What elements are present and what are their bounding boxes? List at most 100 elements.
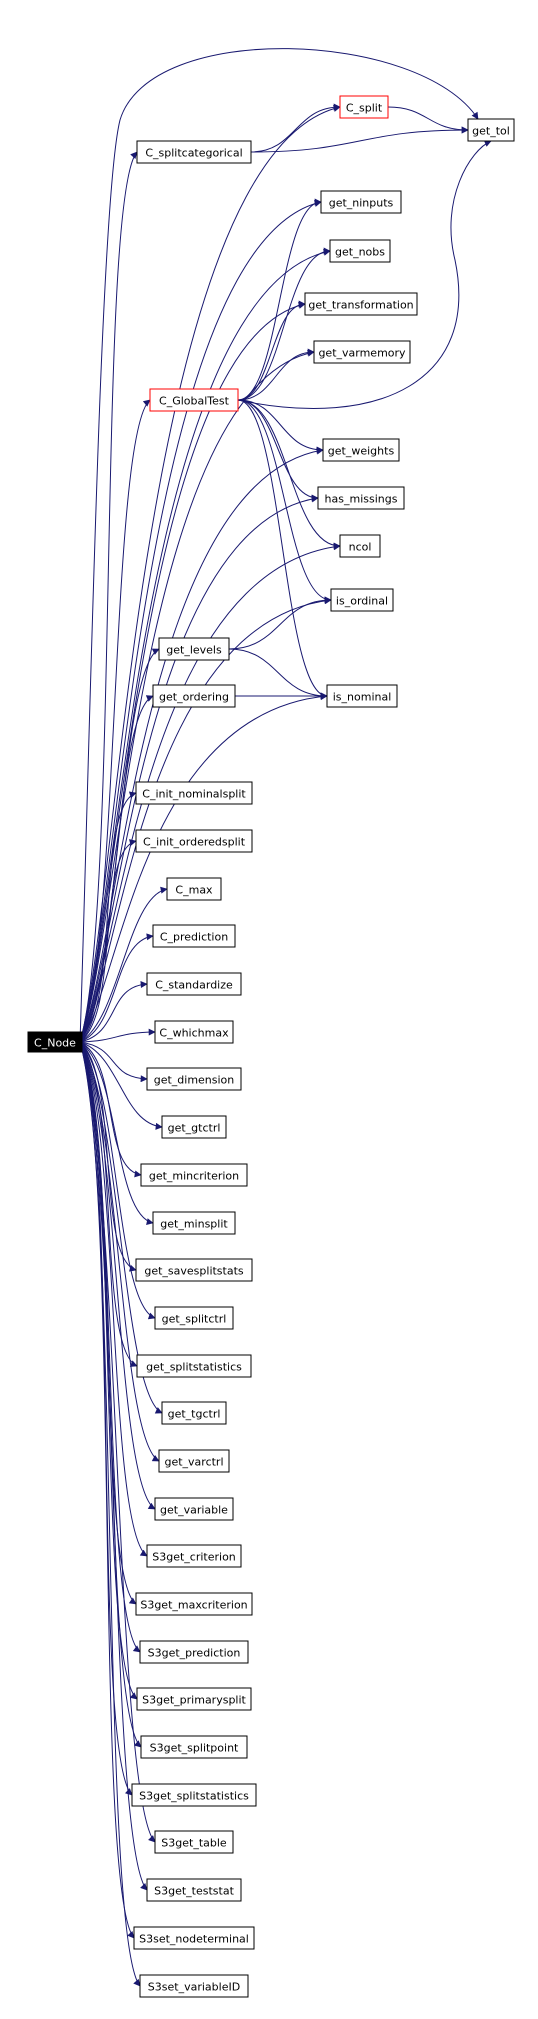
node-box [146,1878,242,1902]
node-c-split[interactable]: C_split [339,95,389,119]
node-label: get_nobs [335,246,385,259]
edge-c_node-to-c_splitcategorical [79,151,138,1043]
node-get-weights[interactable]: get_weights [322,438,400,462]
node-label: get_weights [328,445,395,458]
node-s3set-nodeterminal[interactable]: S3set_nodeterminal [133,1926,255,1950]
node-label: get_splitstatistics [146,1361,242,1374]
node-s3get-table[interactable]: S3get_table [154,1830,234,1854]
edge-c_node-to-ncol [79,543,341,1043]
node-get-gtctrl[interactable]: get_gtctrl [161,1115,227,1139]
node-label: get_splitctrl [162,1313,227,1326]
edge-c_node-to-c_prediction [79,933,154,1043]
node-get-variable[interactable]: get_variable [154,1497,234,1521]
node-get-splitstatistics[interactable]: get_splitstatistics [136,1354,252,1378]
node-s3get-primarysplit[interactable]: S3get_primarysplit [136,1687,252,1711]
node-label: S3set_nodeterminal [139,1933,249,1946]
node-get-splitctrl[interactable]: get_splitctrl [154,1306,234,1330]
node-s3get-splitstatistics[interactable]: S3get_splitstatistics [131,1783,257,1807]
node-c-init-orderedsplit[interactable]: C_init_orderedsplit [135,829,253,853]
node-box [140,1735,248,1759]
node-c-node[interactable]: C_Node [27,1031,83,1053]
node-box [135,781,253,805]
node-label: C_whichmax [159,1027,229,1040]
edge-c_node-to-s3set_variableid [79,1041,141,1987]
node-c-whichmax[interactable]: C_whichmax [154,1020,234,1044]
edge-c_node-to-get_tgctrl [79,1041,163,1414]
node-get-ordering[interactable]: get_ordering [152,684,236,708]
node-box [339,534,381,558]
node-label: C_max [175,884,213,897]
node-label: get_varmemory [318,347,406,360]
node-get-minsplit[interactable]: get_minsplit [152,1211,236,1235]
node-s3get-criterion[interactable]: S3get_criterion [146,1544,242,1568]
node-s3get-maxcriterion[interactable]: S3get_maxcriterion [135,1592,253,1616]
node-get-savesplitstats[interactable]: get_savesplitstats [135,1258,253,1282]
node-get-ninputs[interactable]: get_ninputs [320,190,402,214]
node-is-nominal[interactable]: is_nominal [326,684,398,708]
node-c-standardize[interactable]: C_standardize [146,972,242,996]
node-label: get_tgctrl [168,1408,221,1421]
node-s3get-teststat[interactable]: S3get_teststat [146,1878,242,1902]
edge-c_node-to-c_standardize [79,980,148,1043]
node-box [152,684,236,708]
node-label: S3get_primarysplit [142,1694,246,1707]
node-s3set-variableid[interactable]: S3set_variableID [139,1974,249,1998]
node-ncol[interactable]: ncol [339,534,381,558]
node-label: C_GlobalTest [159,395,230,408]
node-label: has_missings [325,493,398,506]
node-s3get-prediction[interactable]: S3get_prediction [139,1640,249,1664]
node-get-varmemory[interactable]: get_varmemory [313,340,411,364]
node-box [339,95,389,119]
edge-c_node-to-get_weights [79,447,324,1043]
node-get-dimension[interactable]: get_dimension [146,1067,242,1091]
node-c-splitcategorical[interactable]: C_splitcategorical [136,140,252,164]
edge-c_splitcategorical-to-c_split [250,103,341,153]
node-get-varctrl[interactable]: get_varctrl [158,1449,230,1473]
node-c-init-nominalsplit[interactable]: C_init_nominalsplit [135,781,253,805]
edge-c_globaltest-to-get_tol [237,140,492,409]
node-label: get_mincriterion [149,1170,239,1183]
node-get-tgctrl[interactable]: get_tgctrl [161,1401,227,1425]
node-box [154,1830,234,1854]
node-box [146,1544,242,1568]
nodes-layer: C_Node C_split get_tolC_splitcategoricalge… [27,95,515,1998]
edge-c_globaltest-to-ncol [237,399,341,550]
edge-c_node-to-has_missings [79,495,319,1043]
node-box [146,972,242,996]
edge-c_globaltest-to-has_missings [237,399,319,502]
edge-c_node-to-c_globaltest [79,399,151,1043]
node-box [304,292,418,316]
edge-c_globaltest-to-is_nominal [237,399,328,700]
edge-c_node-to-get_variable [79,1041,156,1510]
node-box [131,1783,257,1807]
edge-c_node-to-get_ninputs [79,200,322,1043]
node-box [135,1592,253,1616]
node-label: is_ordinal [336,595,388,608]
edge-c_globaltest-to-get_ninputs [237,198,322,401]
node-get-mincriterion[interactable]: get_mincriterion [140,1163,248,1187]
node-label: S3get_prediction [148,1647,241,1660]
node-s3get-splitpoint[interactable]: S3get_splitpoint [140,1735,248,1759]
node-label: is_nominal [333,691,392,704]
node-c-prediction[interactable]: C_prediction [152,924,236,948]
node-is-ordinal[interactable]: is_ordinal [330,588,394,612]
node-get-tol[interactable]: get_tol [467,118,515,142]
node-c-globaltest[interactable]: C_GlobalTest [149,388,239,412]
node-get-nobs[interactable]: get_nobs [329,239,391,263]
node-box [133,1926,255,1950]
node-get-transformation[interactable]: get_transformation [304,292,418,316]
edge-c_node-to-get_mincriterion [79,1041,142,1178]
edge-c_node-to-s3get_prediction [79,1041,141,1653]
edge-c_node-to-s3get_teststat [79,1041,148,1891]
node-box [139,1640,249,1664]
edge-c_node-to-s3get_table [79,1041,156,1843]
node-label: C_standardize [155,979,233,992]
node-has-missings[interactable]: has_missings [317,486,405,510]
node-c-max[interactable]: C_max [166,877,222,901]
node-label: get_levels [166,644,222,657]
edge-c_node-to-get_ordering [79,695,154,1043]
node-box [317,486,405,510]
node-label: S3get_criterion [152,1551,236,1564]
node-get-levels[interactable]: get_levels [158,637,230,661]
